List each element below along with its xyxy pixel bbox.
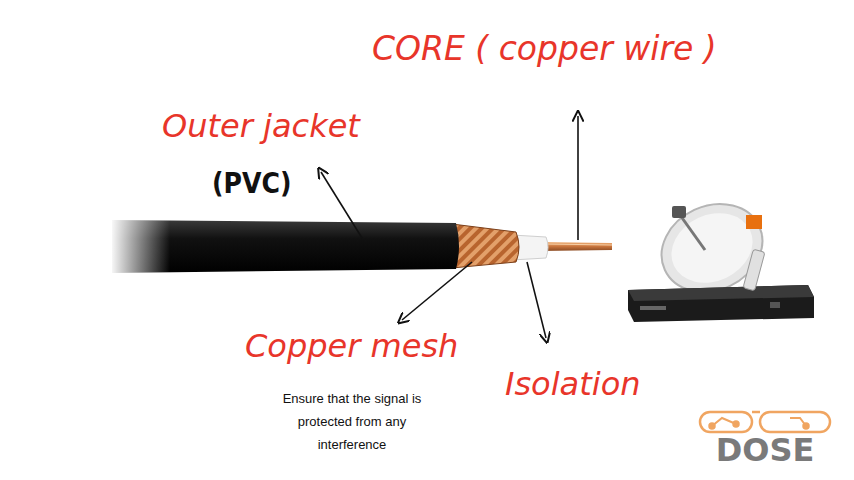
copper-braid: [452, 224, 519, 268]
part-label: Isolation: [505, 366, 640, 403]
logo-mark: [700, 412, 830, 432]
core-highlight: [545, 244, 612, 245]
part-label: Outer jacket: [162, 108, 360, 145]
note-text: Ensure that the signal is protected from…: [277, 388, 427, 456]
satellite-receiver: [628, 188, 814, 322]
leader-arrow: [527, 262, 546, 338]
part-label: CORE ( copper wire ): [372, 30, 717, 68]
logo-text: DOSE: [716, 432, 815, 469]
leader-arrow: [321, 172, 362, 238]
part-label: Copper mesh: [245, 328, 458, 365]
leader-arrow: [402, 262, 472, 320]
leader-arrow: [577, 116, 579, 240]
jacket-fade: [110, 216, 170, 276]
copper-core: [540, 242, 612, 251]
material-note: (PVC): [212, 168, 291, 200]
